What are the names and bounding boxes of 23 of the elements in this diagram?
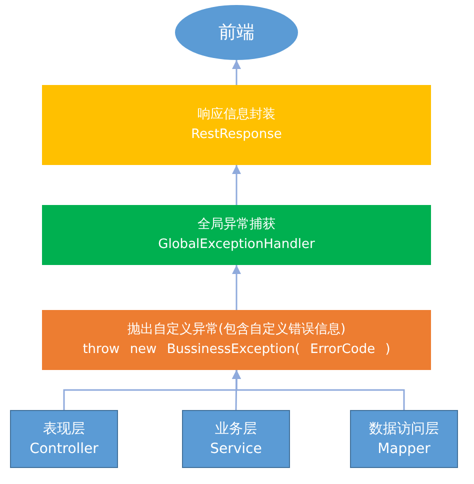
node-subtitle: Mapper (378, 440, 430, 459)
process-box (10, 410, 118, 468)
node-subtitle: RestResponse (191, 126, 282, 144)
process-box (42, 310, 431, 370)
arrow (232, 165, 241, 205)
arrow (232, 60, 241, 85)
node-title: 全局异常捕获 (198, 216, 276, 234)
node-title: 业务层 (215, 420, 257, 439)
process-box (42, 205, 431, 265)
process-box (182, 410, 290, 468)
node-title: 抛出自定义异常(包含自定义错误信息) (127, 321, 346, 339)
node-title: 数据访问层 (369, 420, 439, 439)
node-subtitle: GlobalExceptionHandler (158, 236, 315, 254)
node-subtitle: Controller (30, 440, 98, 459)
node-title: 响应信息封装 (198, 106, 276, 124)
arrow (232, 370, 405, 410)
arrow (232, 265, 241, 310)
process-box (350, 410, 458, 468)
node-title: 表现层 (43, 420, 85, 439)
node-subtitle: Service (210, 440, 262, 459)
node-title: 前端 (218, 22, 254, 42)
process-box (42, 85, 431, 165)
node-subtitle: throw new BussinessException( ErrorCode ) (82, 341, 390, 359)
